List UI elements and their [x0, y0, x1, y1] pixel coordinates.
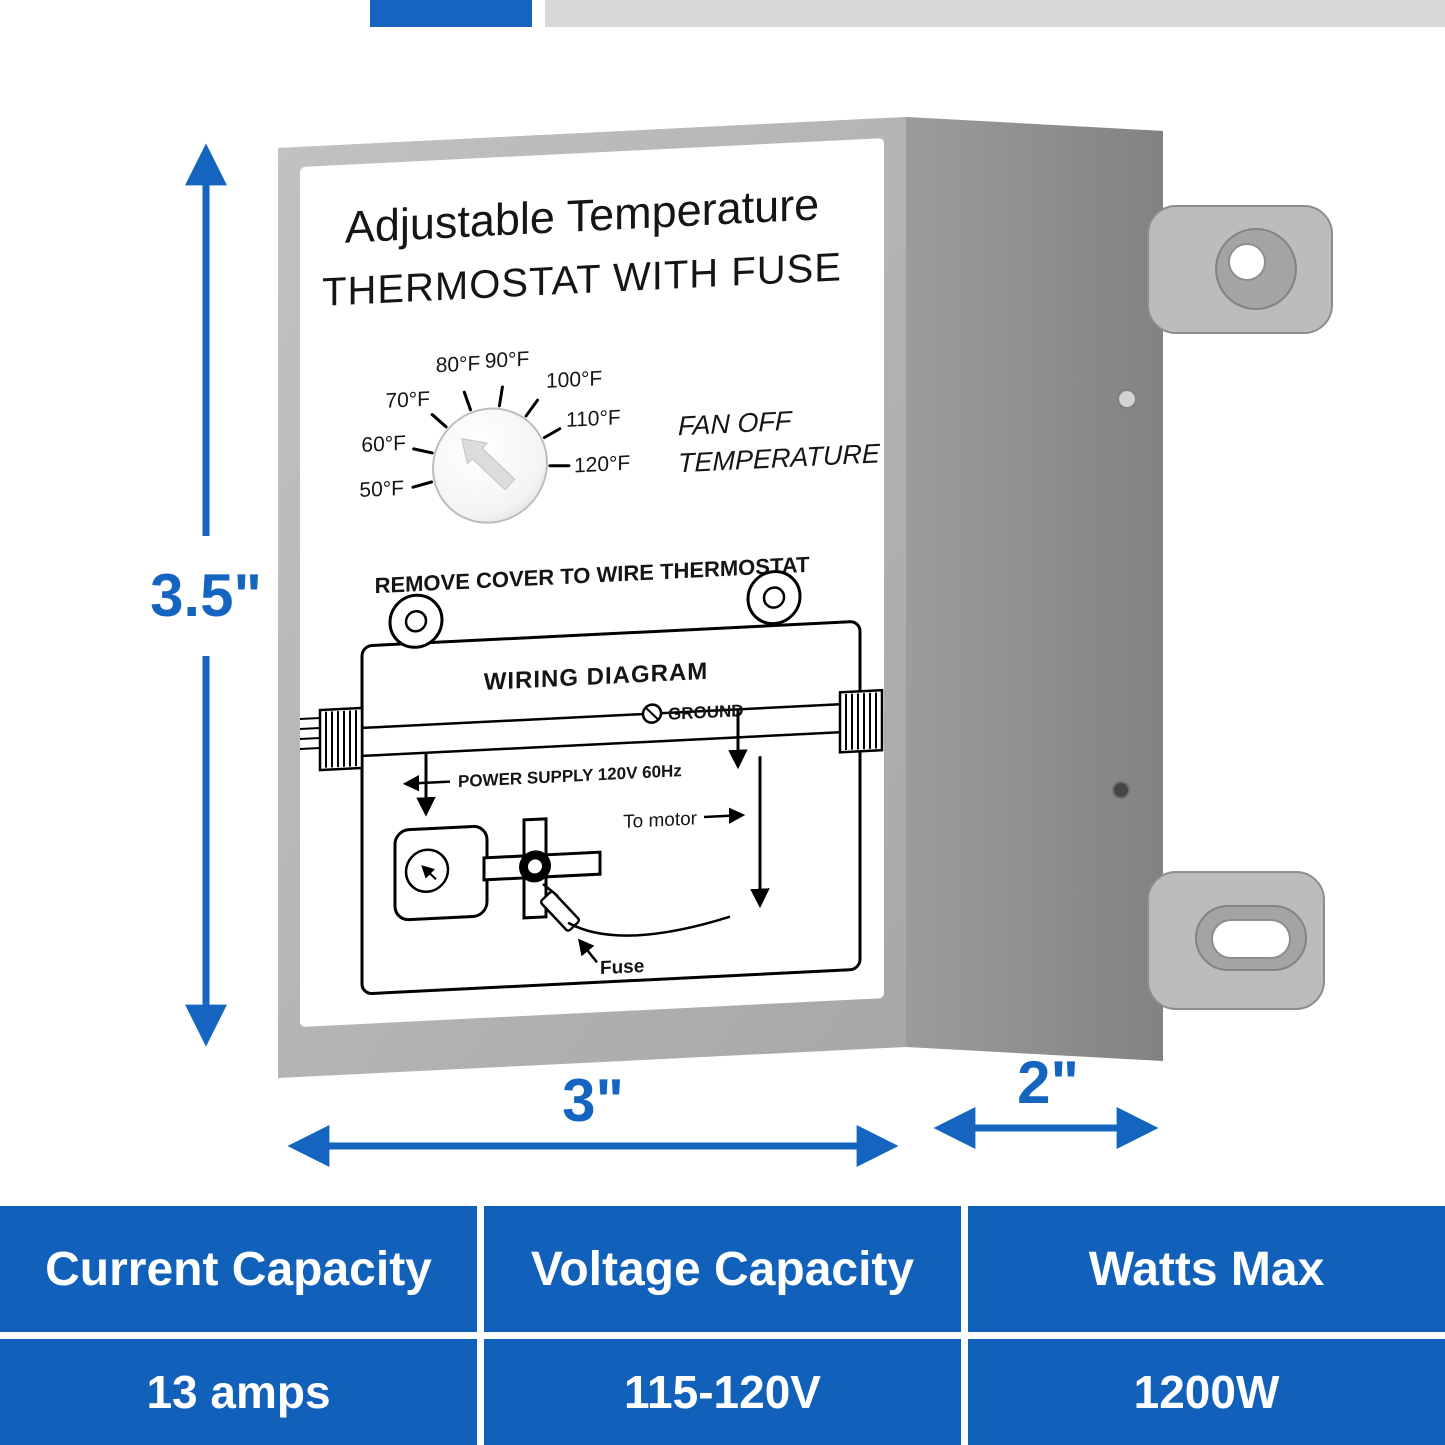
mounting-bracket-top — [1147, 205, 1333, 334]
dial-tick-label: 100°F — [546, 367, 602, 393]
wiring-outline — [360, 620, 862, 995]
wiring-ear-left — [388, 593, 444, 649]
dial-ticks — [411, 385, 571, 489]
wiring-diagram-title: WIRING DIAGRAM — [484, 658, 709, 696]
cable-gland-right — [838, 688, 884, 754]
fan-off-line1: FAN OFF — [678, 406, 793, 442]
product-title: Adjustable Temperature — [345, 178, 819, 252]
spec-table: Current Capacity Voltage Capacity Watts … — [0, 1206, 1445, 1445]
ground-label: GROUND — [668, 701, 744, 724]
power-supply-label: POWER SUPPLY 120V 60Hz — [458, 761, 682, 791]
product-subtitle: THERMOSTAT WITH FUSE — [322, 245, 842, 315]
spec-header-voltage-capacity: Voltage Capacity — [484, 1206, 961, 1332]
remove-cover-instruction: REMOVE COVER TO WIRE THERMOSTAT — [375, 552, 810, 599]
height-dimension-label: 3.5" — [150, 562, 262, 629]
fan-off-temperature-label: FAN OFF TEMPERATURE — [678, 406, 881, 479]
spec-header-current-capacity: Current Capacity — [0, 1206, 477, 1332]
spec-value-watts-max: 1200W — [968, 1339, 1445, 1445]
product-front-label: Adjustable Temperature THERMOSTAT WITH F… — [300, 138, 884, 1028]
spec-header-watts-max: Watts Max — [968, 1206, 1445, 1332]
to-motor-label: To motor — [623, 808, 698, 833]
depth-dimension-label: 2" — [1017, 1049, 1079, 1116]
bracket-bottom-hole — [1211, 919, 1291, 959]
side-screw-bottom — [1112, 781, 1130, 799]
dial-tick-label: 60°F — [361, 432, 406, 457]
dial-tick-label: 70°F — [385, 388, 430, 413]
spec-value-current-capacity: 13 amps — [0, 1339, 477, 1445]
fan-off-line2: TEMPERATURE — [678, 438, 881, 478]
temperature-dial: 50°F 60°F 70°F 80°F 90°F 100°F 110°F 120… — [359, 348, 630, 524]
wiring-diagram: WIRING DIAGRAM — [300, 570, 884, 995]
dial-tick-label: 50°F — [359, 477, 404, 502]
dial-tick-label: 80°F — [436, 352, 481, 377]
spec-value-voltage-capacity: 115-120V — [484, 1339, 961, 1445]
top-bar-gray-segment — [545, 0, 1445, 27]
mounting-bracket-bottom — [1147, 871, 1325, 1010]
ground-wire — [362, 703, 840, 730]
box-side-face — [906, 117, 1163, 1061]
dial-pointer-icon — [461, 438, 516, 491]
top-bar-blue-segment — [370, 0, 532, 27]
wiring-ear-right — [746, 570, 802, 626]
side-screw-top — [1117, 389, 1137, 409]
dial-tick-label: 90°F — [485, 348, 530, 373]
cable-gland-left — [300, 706, 364, 772]
fuse-label: Fuse — [600, 956, 644, 979]
width-dimension-label: 3" — [562, 1067, 624, 1134]
dial-tick-label: 110°F — [566, 406, 621, 432]
power-wire — [362, 731, 840, 758]
dial-tick-label: 120°F — [574, 452, 630, 478]
bracket-top-hole — [1228, 243, 1266, 281]
